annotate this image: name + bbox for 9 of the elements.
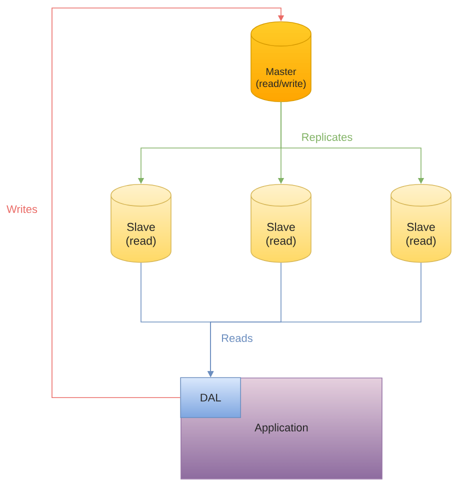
edge-label: Reads (220, 332, 254, 344)
edge-label: Replicates (300, 132, 354, 144)
database-cylinder: Slave (read) (110, 184, 172, 263)
database-cylinder: Master (read/write) (250, 21, 312, 102)
database-cylinder: Slave (read) (250, 184, 312, 263)
edge-label: Writes (6, 204, 38, 214)
arrow (52, 8, 284, 398)
layer-box: DAL (180, 377, 241, 418)
database-cylinder: Slave (read) (390, 184, 452, 263)
